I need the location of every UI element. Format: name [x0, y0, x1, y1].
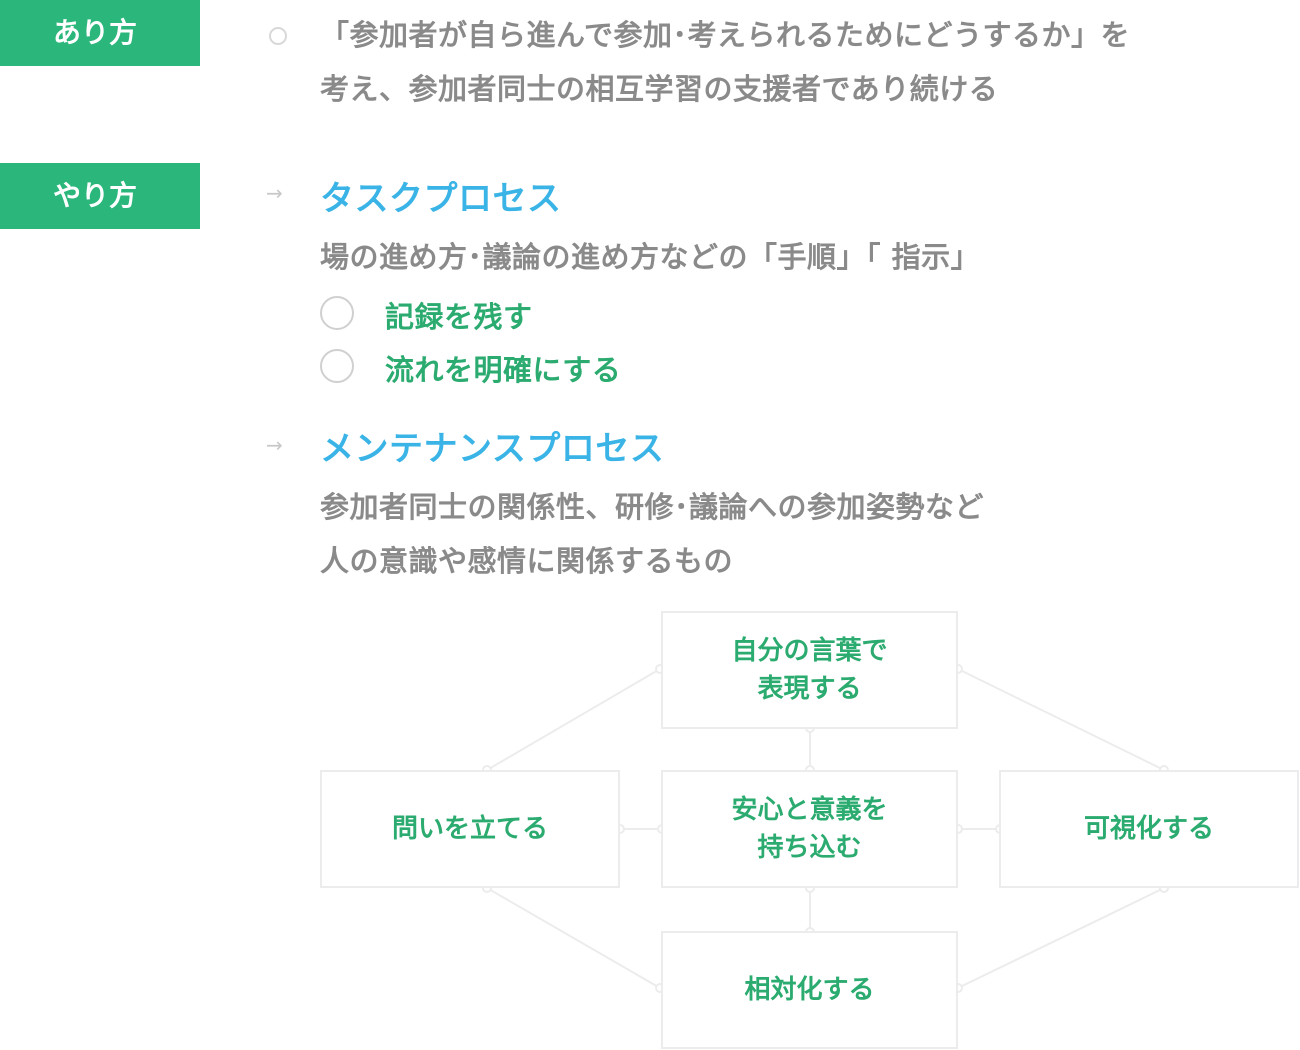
task-process-desc: 場の進め方･議論の進め方などの「手順」「 指示」 — [320, 240, 981, 274]
maintenance-desc-1: 参加者同士の関係性、研修･議論への参加姿勢など — [320, 490, 985, 524]
task-item-record: 記録を残す — [385, 300, 533, 334]
maintenance-desc-2: 人の意識や感情に関係するもの — [320, 544, 734, 578]
maintenance-process-title: メンテナンスプロセス — [320, 429, 665, 469]
node-relativize: 相対化する — [661, 931, 958, 1049]
arikata-tag: あり方 — [0, 0, 200, 66]
arikata-line-1: 「参加者が自ら進んで参加･考えられるためにどうするか」を — [320, 18, 1131, 52]
node-express-own-words: 自分の言葉で 表現する — [661, 611, 958, 729]
task-process-title: タスクプロセス — [320, 179, 562, 219]
node-ask-questions: 問いを立てる — [320, 770, 620, 888]
task-item-flow: 流れを明確にする — [385, 353, 622, 387]
checkbox-circle-icon — [320, 296, 354, 330]
arikata-line-2: 考え、参加者同士の相互学習の支援者であり続ける — [320, 72, 999, 106]
yarikata-tag: やり方 — [0, 163, 200, 229]
checkbox-circle-icon — [320, 349, 354, 383]
bullet-circle-icon — [269, 27, 287, 45]
node-bring-safety-meaning: 安心と意義を 持ち込む — [661, 770, 958, 888]
arrow-right-icon: → — [266, 181, 283, 205]
arrow-right-icon: → — [266, 433, 283, 457]
node-visualize: 可視化する — [999, 770, 1299, 888]
